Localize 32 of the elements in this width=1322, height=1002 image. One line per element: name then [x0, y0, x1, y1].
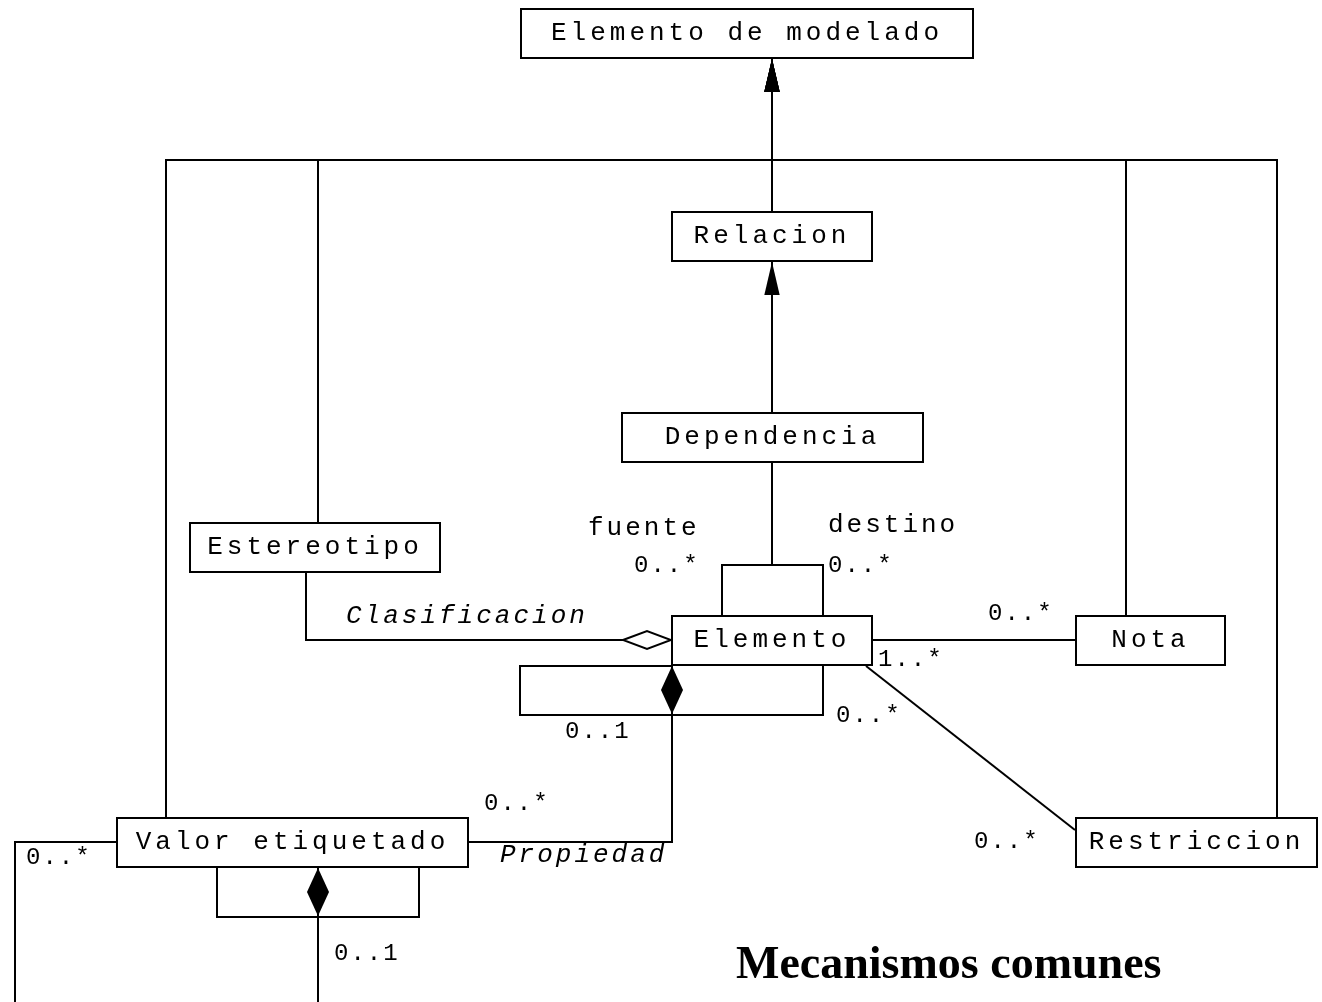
association-line [771, 462, 824, 616]
role-label: Propiedad [500, 842, 668, 868]
multiplicity-label: 0..* [484, 792, 550, 816]
generalization-arrow [764, 261, 780, 413]
class-box: Restriccion [1075, 817, 1318, 868]
association-line [872, 639, 1076, 641]
association-line [865, 665, 1076, 831]
multiplicity-label: 0..* [836, 704, 902, 728]
multiplicity-label: 1..* [878, 648, 944, 672]
role-label: Clasificacion [346, 603, 588, 629]
multiplicity-label: 0..1 [334, 942, 400, 966]
class-box: Elemento de modelado [520, 8, 974, 59]
multiplicity-label: 0..* [988, 602, 1054, 626]
class-box: Nota [1075, 615, 1226, 666]
multiplicity-label: 0..1 [565, 720, 631, 744]
association-line [14, 841, 329, 1002]
caption: Mecanismos comunes [736, 940, 1162, 986]
multiplicity-label: 0..* [26, 846, 92, 870]
association-line [519, 665, 824, 716]
multiplicity-label: 0..* [828, 554, 894, 578]
class-box: Estereotipo [189, 522, 441, 573]
association-line [216, 867, 420, 918]
multiplicity-label: 0..* [634, 554, 700, 578]
role-label: fuente [588, 515, 700, 541]
class-box: Dependencia [621, 412, 924, 463]
association-line [305, 572, 672, 650]
role-label: destino [828, 512, 959, 538]
multiplicity-label: 0..* [974, 830, 1040, 854]
association-line [468, 665, 683, 843]
class-box: Elemento [671, 615, 873, 666]
class-box: Valor etiquetado [116, 817, 469, 868]
class-box: Relacion [671, 211, 873, 262]
